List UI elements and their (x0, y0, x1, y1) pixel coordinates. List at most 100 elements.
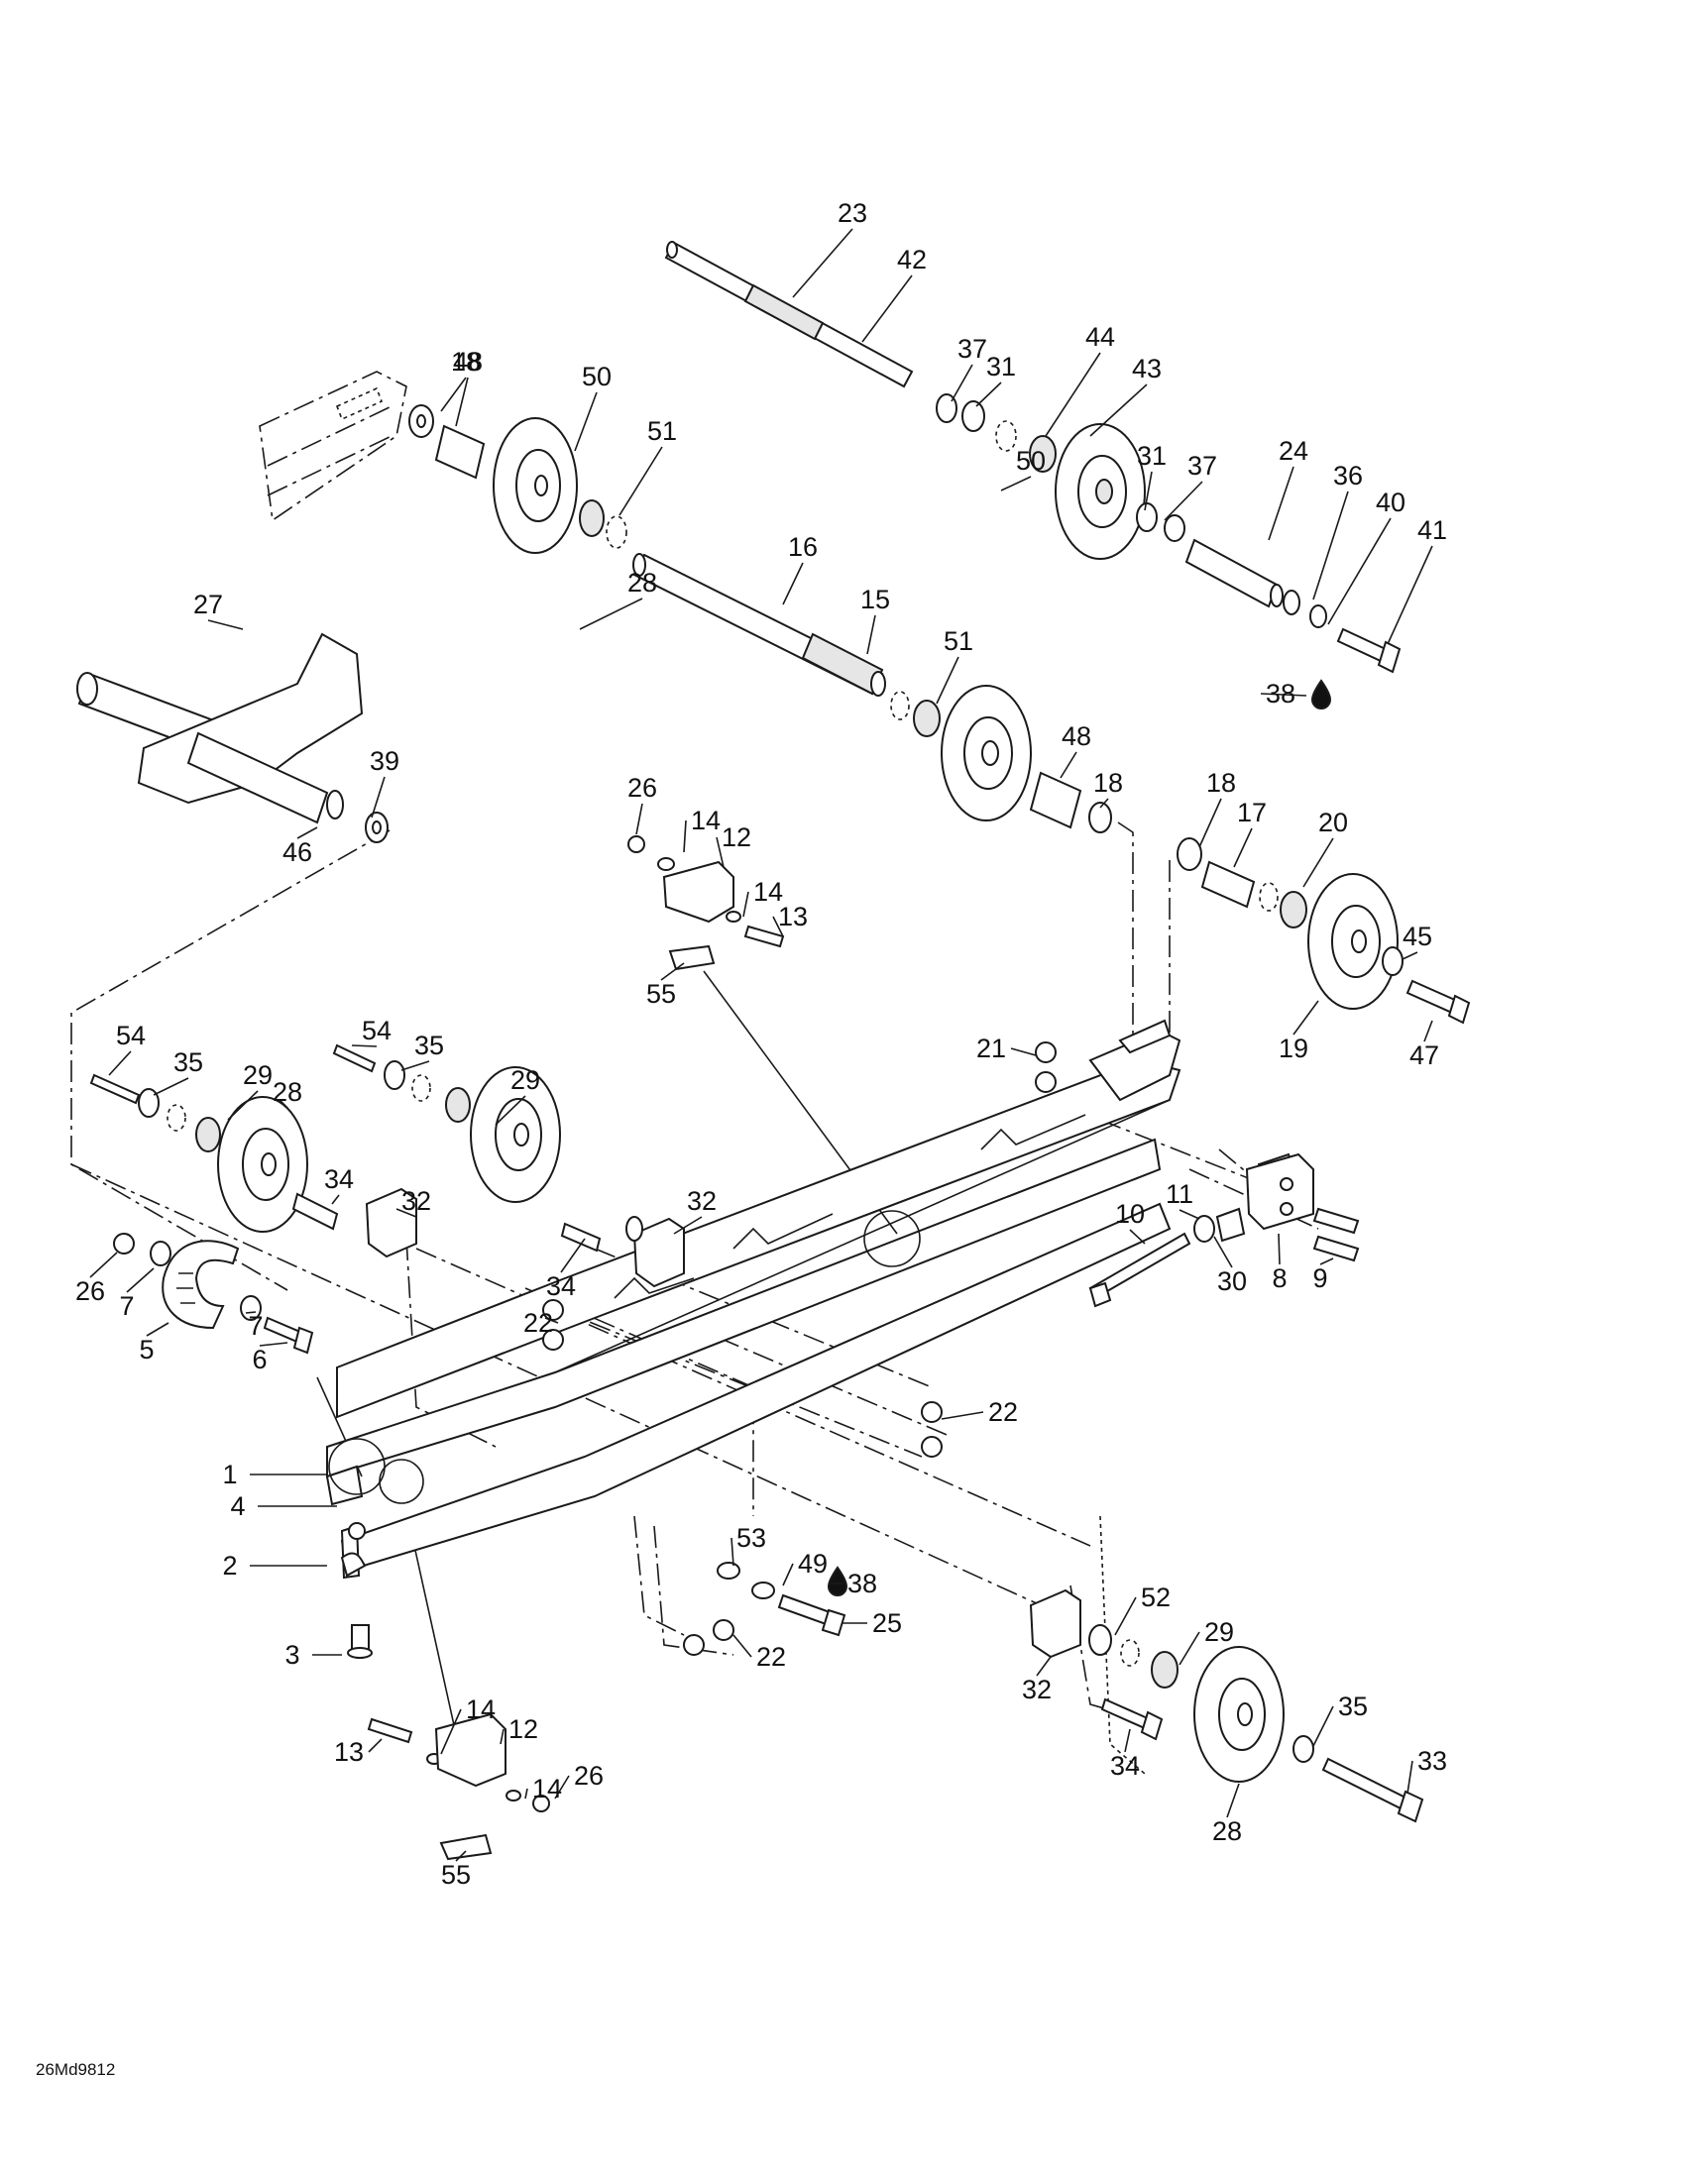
upper-clamp (657, 857, 785, 971)
callout-28: 28 (273, 1077, 302, 1107)
leader-line-7 (126, 1267, 155, 1293)
callout-34: 34 (1110, 1751, 1140, 1781)
callout-51: 51 (647, 416, 677, 446)
leader-line-35 (153, 1077, 189, 1096)
leader-line-32 (395, 1208, 417, 1218)
callout-3: 3 (284, 1640, 299, 1670)
leader-line-37 (951, 364, 973, 402)
callout-33: 33 (1417, 1746, 1447, 1776)
idler-wheel-right (1177, 837, 1471, 1025)
leader-line-5 (146, 1322, 169, 1337)
callout-4: 4 (230, 1491, 245, 1521)
callout-18: 18 (1206, 768, 1236, 798)
leader-line-36 (1312, 491, 1349, 601)
callout-42: 42 (897, 245, 927, 274)
leader-line-26 (554, 1775, 570, 1800)
callout-47: 47 (1409, 1040, 1439, 1070)
leader-line-13 (368, 1738, 383, 1753)
upper-wheel-right (936, 393, 1402, 674)
callout-2: 2 (222, 1551, 237, 1581)
callout-52: 52 (1141, 1583, 1171, 1612)
callout-1: 1 (222, 1460, 237, 1489)
callout-31: 31 (986, 352, 1016, 382)
leader-line-8 (1278, 1233, 1281, 1265)
leader-line-7 (245, 1311, 257, 1314)
callout-9: 9 (1312, 1263, 1327, 1293)
leader-line-14 (524, 1788, 528, 1800)
callout-15: 15 (860, 585, 890, 614)
leader-line-50 (574, 391, 598, 452)
callout-12: 12 (508, 1714, 538, 1744)
leader-line-18 (1198, 798, 1222, 848)
leader-line-32 (673, 1216, 703, 1235)
callout-46: 46 (282, 837, 312, 867)
leader-line-29 (495, 1095, 526, 1126)
leader-line-34 (1124, 1728, 1131, 1753)
leader-line-50 (1000, 476, 1032, 491)
callout-28: 28 (1212, 1816, 1242, 1846)
callout-32: 32 (401, 1186, 431, 1216)
callout-32: 32 (687, 1186, 717, 1216)
leader-line-6 (259, 1342, 288, 1347)
callout-55: 55 (646, 979, 676, 1009)
lower-right-wheel (1029, 1588, 1424, 1823)
callout-38: 38 (1266, 679, 1295, 709)
leader-line-18 (1099, 798, 1109, 809)
leader-line-46 (296, 826, 318, 839)
leader-lines (89, 228, 1433, 1862)
callout-49: 49 (798, 1549, 828, 1579)
leader-line-54 (108, 1050, 132, 1076)
callout-55: 55 (441, 1860, 471, 1890)
leader-line-33 (1406, 1760, 1413, 1795)
leader-line-43 (1089, 383, 1148, 437)
leader-line-31 (975, 382, 1002, 407)
left-wheels (89, 1043, 561, 1233)
leader-line-15 (866, 614, 876, 655)
callout-29: 29 (510, 1065, 540, 1095)
leader-line-40 (1327, 517, 1392, 625)
leader-line-52 (1114, 1596, 1137, 1636)
callout-44: 44 (1085, 322, 1115, 352)
leader-line-22 (544, 1317, 559, 1324)
leader-line-34 (331, 1194, 340, 1205)
leader-line-51 (618, 446, 663, 516)
leader-line-13 (772, 916, 784, 937)
leader-line-21 (1010, 1047, 1037, 1056)
callout-22: 22 (988, 1397, 1018, 1427)
callout-36: 36 (1333, 461, 1363, 491)
leader-line-44 (1045, 352, 1101, 437)
leader-line-11 (1179, 1209, 1200, 1220)
leader-line-23 (792, 228, 853, 298)
callout-5: 5 (139, 1335, 154, 1365)
leader-line-45 (1402, 951, 1418, 960)
callout-45: 45 (1403, 922, 1432, 951)
leader-line-14 (440, 1708, 462, 1755)
callout-11: 11 (1166, 1179, 1193, 1209)
callout-26: 26 (75, 1276, 105, 1306)
callout-21: 21 (976, 1034, 1006, 1063)
callout-41: 41 (1417, 515, 1447, 545)
leader-line-27 (207, 619, 244, 630)
lower-fasteners (340, 1552, 373, 1659)
callout-35: 35 (414, 1031, 444, 1060)
drop-icon (1310, 679, 1332, 710)
callout-10: 10 (1115, 1199, 1145, 1229)
drop-icon (827, 1566, 848, 1596)
leader-line-34 (560, 1238, 586, 1273)
callout-48: 48 (1062, 721, 1091, 751)
main-axle (632, 553, 886, 697)
leader-line-29 (227, 1090, 259, 1121)
callout-54: 54 (362, 1016, 392, 1045)
callout-35: 35 (173, 1047, 203, 1077)
callout-40: 40 (1376, 488, 1405, 517)
leader-line-35 (1312, 1705, 1334, 1747)
leader-line-20 (1302, 837, 1334, 888)
leader-line-54 (351, 1044, 378, 1047)
leader-line-17 (1233, 827, 1253, 868)
leader-line-41 (1387, 545, 1433, 645)
callout-14: 14 (532, 1774, 562, 1803)
leader-line-14 (683, 819, 687, 853)
frame-fragment (259, 371, 407, 522)
